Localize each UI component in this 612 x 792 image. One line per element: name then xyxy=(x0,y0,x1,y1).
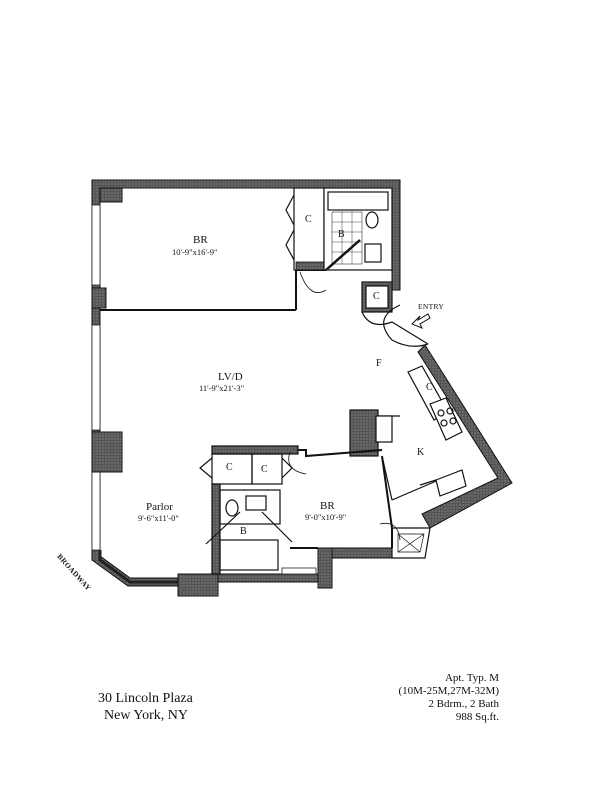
bath2 xyxy=(205,483,293,575)
corner-window xyxy=(98,550,178,584)
bath2-label: B xyxy=(240,526,247,537)
entry-label: ENTRY xyxy=(418,302,445,311)
br2-label: BR xyxy=(320,500,335,512)
right-exterior-wall xyxy=(417,344,513,529)
entry-door xyxy=(383,304,429,347)
closet-a-label: C xyxy=(226,462,233,473)
kitchen-label: K xyxy=(417,447,425,458)
unit-area: 988 Sq.ft. xyxy=(455,711,499,723)
bottom-wall xyxy=(177,547,393,597)
entry-closet xyxy=(361,281,393,325)
kitchen xyxy=(349,365,467,501)
br1-dims: 10'-9"x16'-9" xyxy=(172,247,218,257)
parlor-dims: 9'-6"x11'-0" xyxy=(138,513,179,523)
address-line1: 30 Lincoln Plaza xyxy=(98,691,193,706)
parlor-label: Parlor xyxy=(146,501,173,513)
unit-lines: (10M-25M,27M-32M) xyxy=(398,685,499,697)
lvd-label: LV/D xyxy=(218,371,243,383)
bottom-window xyxy=(281,567,317,575)
window-strips xyxy=(91,204,101,551)
entry-arrow-icon xyxy=(411,313,431,329)
closet-b-label: C xyxy=(261,464,268,475)
br1-closet xyxy=(285,187,325,271)
entry-closet-label: C xyxy=(373,291,380,302)
foyer-label: F xyxy=(376,358,382,369)
lower-closets xyxy=(199,445,299,485)
address-line2: New York, NY xyxy=(104,708,189,723)
bath1-label: B xyxy=(338,229,345,240)
br1-closet-label: C xyxy=(305,214,312,225)
br2-dims: 9'-0"x10'-9" xyxy=(305,512,347,522)
unit-rooms: 2 Bdrm., 2 Bath xyxy=(428,698,499,710)
unit-type: Apt. Typ. M xyxy=(444,672,499,684)
br1-label: BR xyxy=(193,234,208,246)
address: 30 Lincoln Plaza New York, NY xyxy=(98,690,193,724)
unit-info: Apt. Typ. M (10M-25M,27M-32M) 2 Bdrm., 2… xyxy=(398,672,499,724)
kitchen-closet-label: C xyxy=(426,382,433,393)
bath1 xyxy=(323,187,393,271)
piers xyxy=(91,187,123,473)
lvd-dims: 11'-9"x21'-3" xyxy=(199,383,245,393)
